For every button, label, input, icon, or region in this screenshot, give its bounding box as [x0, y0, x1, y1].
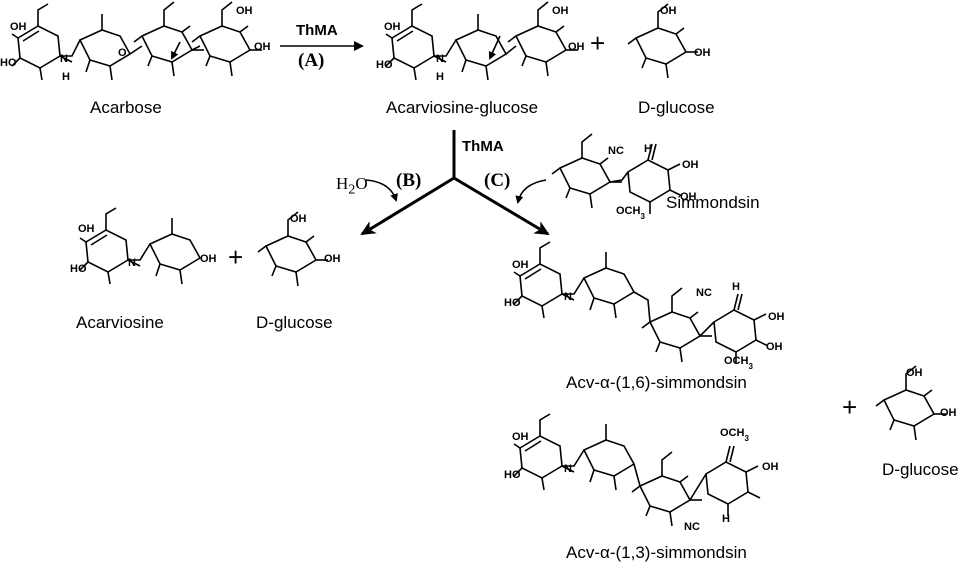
svg-text:OH: OH: [568, 41, 585, 53]
svg-text:N: N: [436, 53, 444, 65]
svg-text:HO: HO: [376, 59, 393, 71]
water-reagent: H2O: [336, 174, 368, 198]
svg-text:OH: OH: [290, 213, 307, 225]
svg-text:H: H: [436, 71, 444, 83]
d-glucose-top-structure: OH OH: [627, 3, 711, 79]
step-label-b: (B): [396, 170, 422, 191]
acv-16-simmondsin-structure: OH N HO NC H OCH3 OH OH: [504, 241, 785, 371]
svg-text:HO: HO: [70, 263, 87, 275]
svg-text:OH: OH: [906, 367, 923, 379]
acarviosine-structure: OH N HO OH: [70, 207, 217, 285]
enzyme-label-center: ThMA: [462, 138, 504, 155]
d-glucose-top-label: D-glucose: [638, 98, 715, 117]
svg-text:OH: OH: [78, 223, 95, 235]
svg-text:OCH3: OCH3: [616, 205, 645, 221]
svg-text:H: H: [722, 513, 730, 525]
svg-text:HO: HO: [0, 57, 17, 69]
svg-text:OH: OH: [512, 259, 529, 271]
svg-text:O: O: [118, 47, 127, 59]
acarviosine-glucose-label: Acarviosine-glucose: [386, 98, 539, 117]
svg-text:N: N: [128, 257, 136, 269]
svg-text:OH: OH: [384, 21, 401, 33]
simmondsin-structure: NC H OCH3 OH OH: [551, 133, 699, 221]
svg-text:OH: OH: [236, 5, 253, 17]
svg-text:N: N: [564, 463, 572, 475]
svg-text:OH: OH: [552, 5, 569, 17]
svg-text:OH: OH: [324, 253, 341, 265]
arrow-c: [453, 176, 550, 236]
svg-text:NC: NC: [684, 521, 700, 533]
acarbose-structure: OH N H HO O OH OH: [0, 1, 271, 83]
step-label-a: (A): [298, 50, 325, 71]
plus-sign-right: +: [842, 392, 858, 422]
plus-sign-top: +: [590, 28, 606, 58]
svg-text:OH: OH: [766, 341, 783, 353]
svg-text:OH: OH: [682, 159, 699, 171]
svg-text:OH: OH: [512, 431, 529, 443]
svg-text:N: N: [60, 53, 68, 65]
svg-text:HO: HO: [504, 297, 521, 309]
acv-13-simmondsin-label: Acv-α-(1,3)-simmondsin: [566, 543, 747, 562]
svg-text:NC: NC: [696, 287, 712, 299]
acarviosine-glucose-structure: OH N H HO OH OH: [376, 1, 585, 83]
svg-text:H: H: [732, 281, 740, 293]
simmondsin-label: Simmondsin: [666, 193, 760, 212]
water-curved-arrow: [365, 179, 398, 202]
svg-text:N: N: [564, 291, 572, 303]
acarbose-label: Acarbose: [90, 98, 162, 117]
svg-text:OCH3: OCH3: [720, 427, 749, 443]
svg-text:H: H: [644, 143, 652, 155]
water-formula: H2O: [336, 174, 368, 198]
svg-text:NC: NC: [608, 145, 624, 157]
d-glucose-right-label: D-glucose: [882, 460, 959, 479]
acv-13-simmondsin-structure: OH N HO OCH3 OH NC H: [504, 413, 779, 533]
acv-16-simmondsin-label: Acv-α-(1,6)-simmondsin: [566, 373, 747, 392]
svg-text:OH: OH: [762, 461, 779, 473]
svg-text:OH: OH: [694, 47, 711, 59]
arrow-b: [360, 176, 455, 236]
svg-text:OCH3: OCH3: [724, 355, 753, 371]
svg-text:OH: OH: [200, 253, 217, 265]
simmondsin-curved-arrow: [515, 179, 547, 204]
step-label-c: (C): [484, 170, 511, 191]
svg-text:OH: OH: [254, 41, 271, 53]
svg-text:OH: OH: [940, 407, 957, 419]
d-glucose-left-structure: OH OH: [257, 211, 341, 287]
svg-text:H: H: [62, 71, 70, 83]
svg-text:OH: OH: [768, 311, 785, 323]
d-glucose-right-structure: OH OH: [875, 365, 957, 441]
svg-text:OH: OH: [10, 21, 27, 33]
plus-sign-left: +: [228, 242, 244, 272]
svg-text:OH: OH: [660, 5, 677, 17]
svg-text:HO: HO: [504, 469, 521, 481]
svg-text:OH: OH: [680, 191, 697, 203]
d-glucose-left-label: D-glucose: [256, 313, 333, 332]
acarviosine-label: Acarviosine: [76, 313, 164, 332]
enzyme-label-top: ThMA: [296, 22, 338, 39]
